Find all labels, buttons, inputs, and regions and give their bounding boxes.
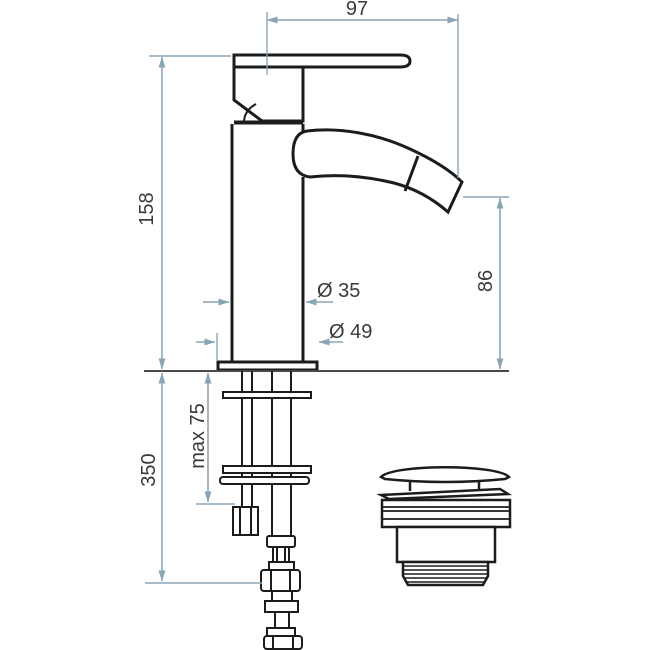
dim-label-97: 97: [346, 0, 368, 20]
dim-label-86: 86: [475, 270, 497, 292]
base-plate: [216, 360, 319, 372]
hex-nut: [260, 569, 301, 592]
dimension-total-height: 158: [136, 55, 231, 370]
hose-collar: [268, 561, 295, 571]
drain-seal-disc: [376, 487, 513, 501]
drain-body: [380, 498, 512, 529]
drain-threads: [401, 560, 490, 587]
hose-neck: [272, 546, 290, 563]
dimension-max-deck-thickness: max 75: [187, 372, 235, 505]
spout: [291, 128, 464, 215]
hose-collar: [266, 535, 296, 548]
drain-mid-section: [395, 525, 497, 564]
upper-washer: [222, 391, 312, 399]
dimension-outlet-height: 86: [463, 196, 509, 370]
mounting-nut: [232, 506, 259, 536]
dimension-spout-projection: 97: [266, 0, 459, 178]
mounting-hardware: [219, 371, 312, 536]
handle-pivot-arc: [243, 103, 257, 122]
hose-collar: [264, 600, 299, 613]
drain-plug: [376, 466, 513, 587]
aerator-joint-line: [403, 155, 420, 192]
supply-hose: [260, 535, 303, 650]
dimension-body-diameter: Ø 35: [203, 280, 360, 306]
hose-neck: [271, 590, 293, 602]
lever-handle: [232, 53, 412, 69]
dimension-base-diameter: Ø 49: [196, 321, 372, 360]
dim-label-350: 350: [138, 453, 160, 486]
hose-neck: [274, 611, 290, 629]
clamp-gasket: [219, 476, 310, 485]
dim-label-d49: Ø 49: [329, 321, 372, 343]
dimension-hose-length: 350: [138, 372, 262, 584]
drain-cap: [378, 466, 512, 484]
handle-body: [232, 65, 305, 123]
hex-nut: [263, 635, 303, 650]
faucet: [216, 53, 464, 372]
dim-label-158: 158: [136, 192, 158, 225]
clamp-washer: [222, 465, 312, 474]
dim-label-max75: max 75: [187, 403, 209, 469]
dim-label-d35: Ø 35: [317, 280, 360, 302]
hose-collar: [266, 627, 296, 637]
